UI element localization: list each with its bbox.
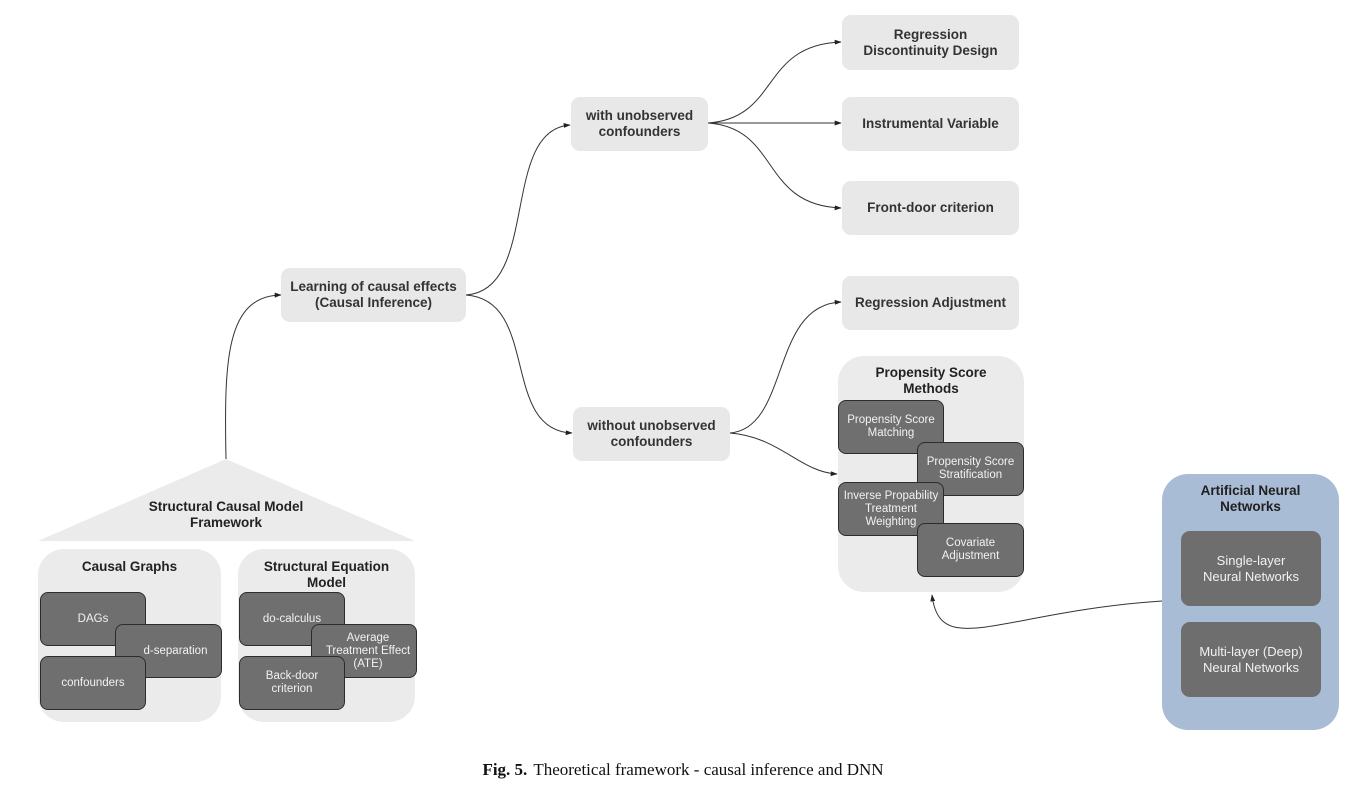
single-layer-nn-box: Single-layer Neural Networks [1181,531,1321,606]
front-door-criterion-box: Front-door criterion [842,181,1019,235]
with-unobserved-confounders-box: with unobserved confounders [571,97,708,151]
ann-title: Artificial Neural Networks [1200,483,1301,514]
without-unobserved-confounders-box: without unobserved confounders [573,407,730,461]
scm-framework-title: Structural Causal Model Framework [148,499,304,530]
instrumental-variable-box: Instrumental Variable [842,97,1019,151]
regression-adjustment-box: Regression Adjustment [842,276,1019,330]
scm-framework-roof [38,459,415,541]
propensity-score-title: Propensity Score Methods [875,365,987,396]
arrow-without-to-regadj [729,299,842,434]
arrow-learning-to-without [465,294,573,436]
figure-caption: Fig. 5. Theoretical framework - causal in… [0,760,1366,780]
arrow-scm-to-learning [225,292,282,460]
regression-discontinuity-box: Regression Discontinuity Design [842,15,1019,70]
arrow-with-to-rdd [707,39,842,124]
back-door-criterion-box: Back-door criterion [239,656,345,710]
multi-layer-nn-box: Multi-layer (Deep) Neural Networks [1181,622,1321,697]
arrow-with-to-frontdoor [707,122,842,211]
psm-box: Propensity Score Matching [838,400,944,454]
dags-box: DAGs [40,592,146,646]
confounders-box: confounders [40,656,146,710]
causal-graphs-title: Causal Graphs [81,559,178,574]
figure-caption-label: Fig. 5. [482,760,528,779]
figure-caption-text: Theoretical framework - causal inference… [533,760,884,779]
arrow-ann-to-propensity [930,594,1163,629]
covariate-adjustment-box: Covariate Adjustment [917,523,1024,577]
sem-title: Structural Equation Model [263,559,390,590]
arrow-without-to-propensity [729,432,838,477]
arrow-learning-to-with [465,123,571,296]
learning-causal-effects-box: Learning of causal effects (Causal Infer… [281,268,466,322]
